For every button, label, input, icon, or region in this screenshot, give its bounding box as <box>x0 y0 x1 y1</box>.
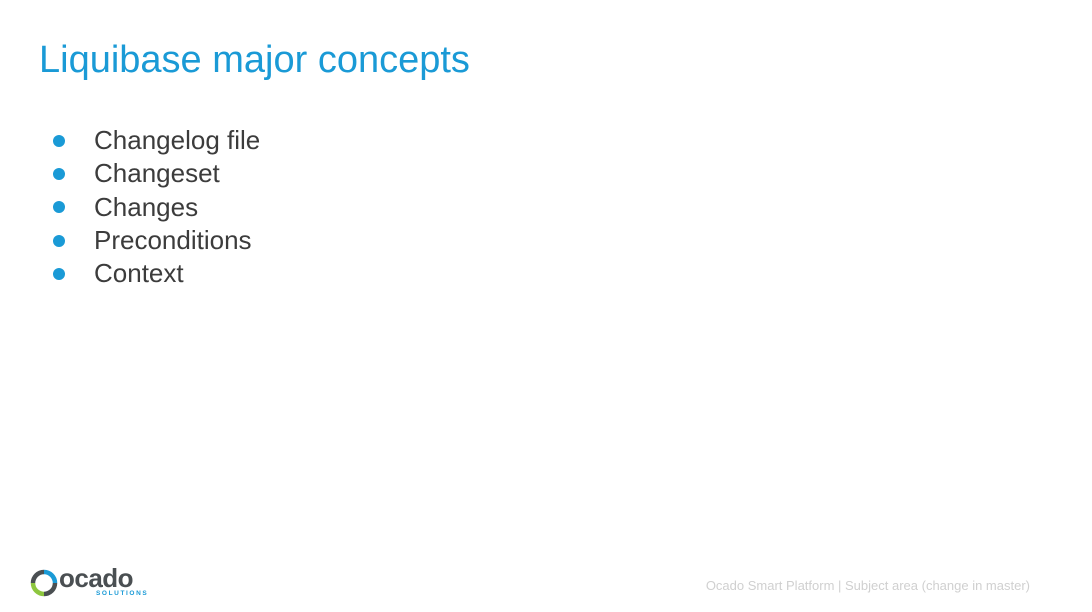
slide-title: Liquibase major concepts <box>39 39 470 81</box>
footer-text: Ocado Smart Platform | Subject area (cha… <box>705 578 1030 593</box>
list-item: Changes <box>50 191 260 224</box>
ocado-solutions-logo: ocado SOLUTIONS <box>30 563 147 601</box>
logo-wordmark: ocado <box>59 563 134 593</box>
bullet-label: Preconditions <box>94 225 252 256</box>
bullet-list: Changelog file Changeset Changes Precond… <box>50 124 260 290</box>
bullet-label: Changes <box>94 191 199 222</box>
bullet-dot-icon <box>53 167 65 180</box>
list-item: Changeset <box>50 157 260 190</box>
list-item: Context <box>50 257 260 290</box>
bullet-label: Changelog file <box>94 125 261 156</box>
bullet-label: Context <box>94 258 184 289</box>
list-item: Preconditions <box>50 224 260 257</box>
bullet-label: Changeset <box>94 158 220 189</box>
bullet-dot-icon <box>53 201 65 214</box>
logo-subtext: SOLUTIONS <box>96 590 149 597</box>
ocado-ring-icon <box>30 569 58 597</box>
bullet-dot-icon <box>53 267 65 280</box>
list-item: Changelog file <box>50 124 260 157</box>
bullet-dot-icon <box>53 234 65 247</box>
bullet-dot-icon <box>53 134 65 147</box>
